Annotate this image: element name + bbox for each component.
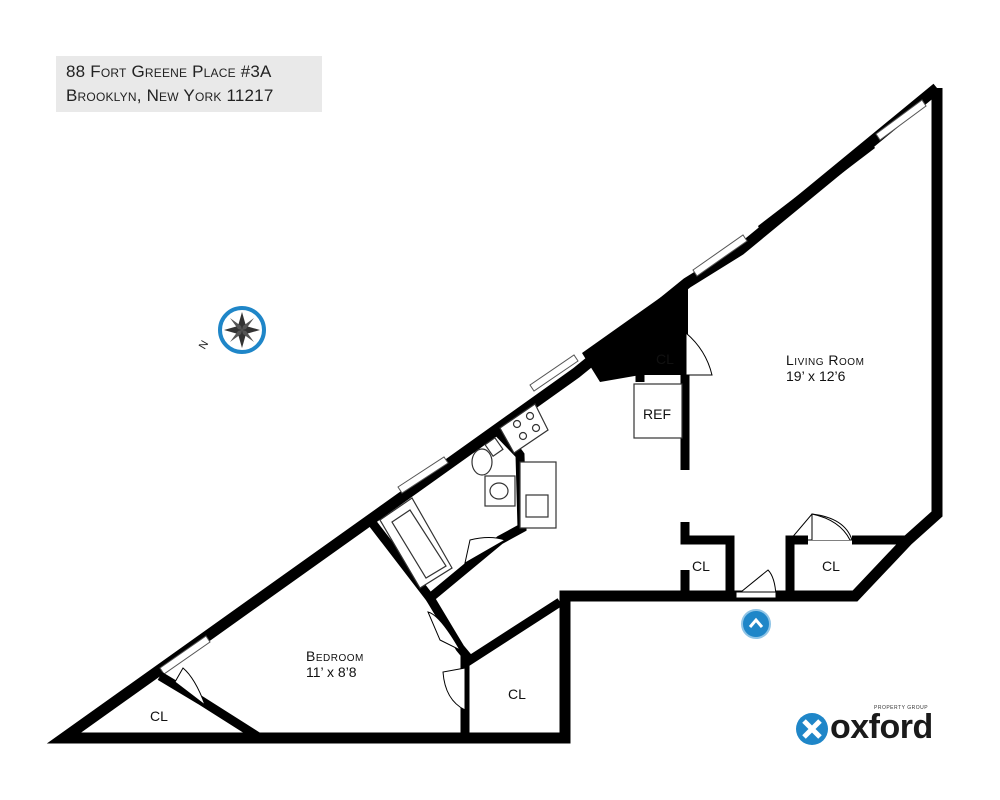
closet-label-bedroom: CL	[508, 686, 526, 702]
door-bathroom	[464, 537, 507, 564]
brand-name: oxford	[830, 708, 933, 746]
living-room-label: Living Room 19’ x 12’6	[786, 352, 864, 384]
diagonal-wall-block	[582, 278, 688, 382]
refrigerator	[633, 383, 683, 439]
oxford-logo-icon	[796, 713, 828, 745]
doors	[174, 331, 853, 711]
closet-label-right: CL	[822, 558, 840, 574]
bathtub	[379, 497, 453, 589]
stove	[499, 403, 549, 454]
bedroom-dims: 11’ x 8’8	[306, 664, 357, 680]
compass-icon	[218, 306, 266, 354]
closet-label-small: CL	[150, 708, 168, 724]
door-bedroom	[427, 611, 462, 652]
closet-label-hall: CL	[692, 558, 710, 574]
address-line-1: 88 Fort Greene Place #3A	[66, 62, 272, 81]
address-panel	[56, 56, 322, 112]
kitchen-sink-counter	[519, 461, 557, 529]
brand-tagline: PROPERTY GROUP	[874, 705, 929, 711]
diagonal-wall-upper	[758, 140, 875, 234]
exterior-walls	[46, 83, 943, 744]
door-right-cl	[811, 513, 851, 541]
bedroom-label: Bedroom 11’ x 8’8	[306, 648, 364, 680]
windows	[159, 99, 927, 675]
door-living-cl	[685, 331, 713, 376]
bedroom-name: Bedroom	[306, 648, 364, 664]
door-bedroom-cl	[442, 667, 466, 711]
address-line-2: Brooklyn, New York 11217	[66, 86, 274, 105]
door-bedroom-small-cl	[174, 667, 207, 707]
bathroom-sink	[484, 475, 516, 507]
entrance-arrow-icon	[741, 609, 771, 639]
closet-label-kitchen: CL	[656, 351, 674, 367]
living-room-name: Living Room	[786, 352, 865, 368]
toilet	[471, 436, 504, 476]
refrigerator-label: REF	[643, 406, 671, 422]
living-room-dims: 19’ x 12’6	[786, 368, 846, 384]
